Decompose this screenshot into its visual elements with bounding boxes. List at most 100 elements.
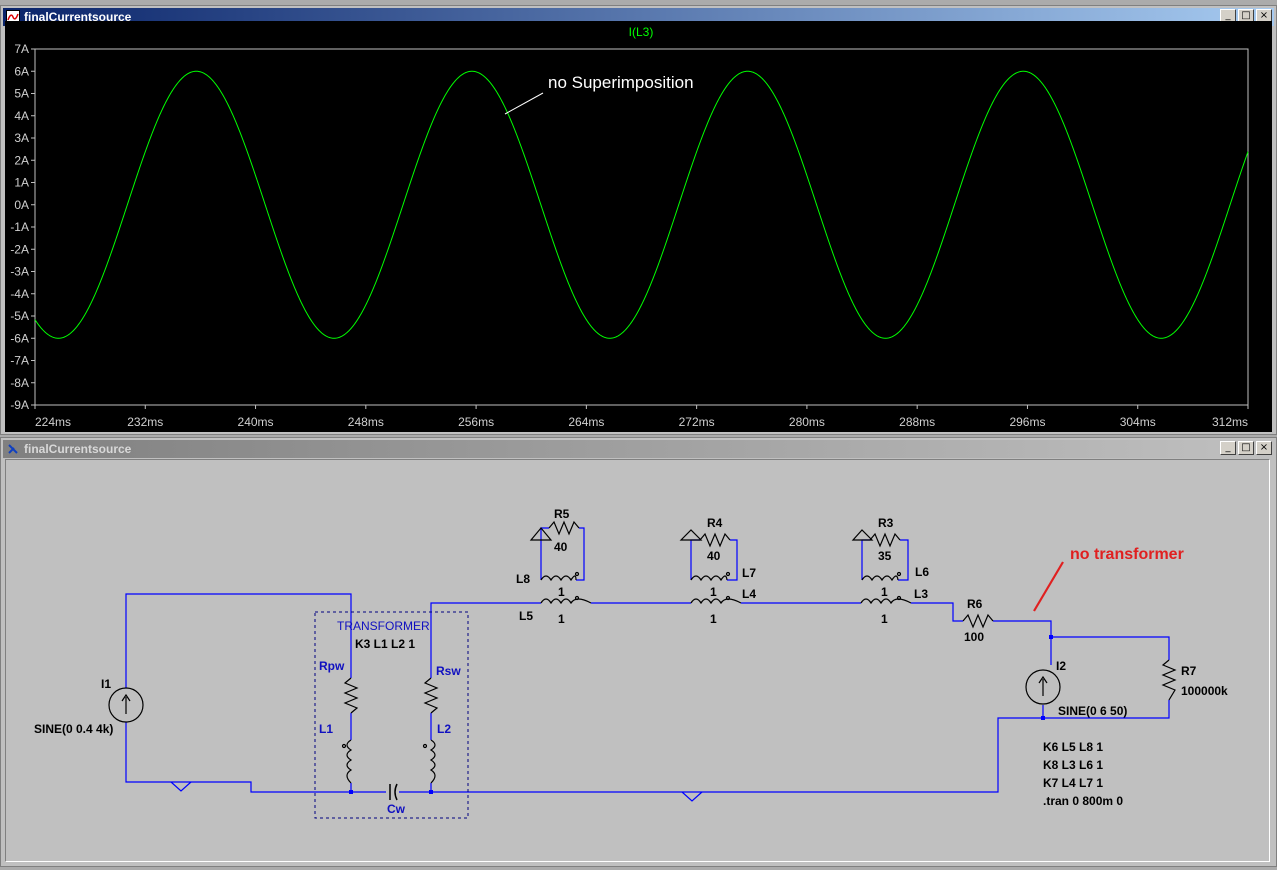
label-l6-value: 1: [881, 585, 888, 599]
close-button[interactable]: ×: [1256, 441, 1272, 455]
port-arrow-r5: [529, 527, 553, 541]
y-tick-label: 5A: [14, 87, 29, 101]
y-tick-label: -1A: [10, 220, 29, 234]
x-tick-label: 264ms: [568, 415, 604, 429]
schematic-drawing[interactable]: no transformer I1 SINE(0 0.4 4k) TRANSFO…: [6, 460, 1269, 861]
y-tick-label: 3A: [14, 131, 29, 145]
inductor-l4: [690, 598, 742, 605]
y-tick-label: -7A: [10, 354, 29, 368]
junction-dots: [349, 635, 1053, 794]
waveform-window-title: finalCurrentsource: [24, 10, 132, 24]
schematic-titlebar[interactable]: finalCurrentsource _ □ ×: [3, 440, 1274, 458]
y-tick-label: -5A: [10, 309, 29, 323]
directive-tran[interactable]: .tran 0 800m 0: [1043, 794, 1123, 808]
no-transformer-note: no transformer: [1070, 546, 1184, 563]
label-i1: I1: [101, 677, 111, 691]
x-tick-label: 280ms: [789, 415, 825, 429]
label-r7: R7: [1181, 664, 1197, 678]
schematic-window-title: finalCurrentsource: [24, 442, 132, 456]
inductors: [341, 571, 912, 784]
directive-k8[interactable]: K8 L3 L6 1: [1043, 758, 1103, 772]
label-rpw: Rpw: [319, 659, 345, 673]
label-k3: K3 L1 L2 1: [355, 637, 415, 651]
wires: [125, 527, 1170, 802]
resistor-r7: [1161, 659, 1177, 701]
label-l8-value: 1: [558, 585, 565, 599]
restore-button[interactable]: □: [1238, 441, 1254, 455]
resistor-r4: [699, 532, 731, 548]
y-tick-label: -6A: [10, 331, 29, 345]
inductor-l6: [861, 575, 899, 582]
resistor-r5: [548, 520, 580, 536]
capacitor-cw: [389, 783, 398, 801]
annotation-no-superimposition: no Superimposition: [548, 73, 694, 92]
resistor-rpw: [343, 677, 359, 714]
port-arrow-r3: [851, 529, 874, 541]
y-tick-label: 0A: [14, 198, 29, 212]
plot-frame: [34, 48, 1249, 406]
inductor-l5: [540, 598, 592, 605]
minimize-button[interactable]: _: [1220, 9, 1236, 23]
x-tick-label: 256ms: [458, 415, 494, 429]
label-l5-value: 1: [558, 612, 565, 626]
x-tick-label: 224ms: [35, 415, 71, 429]
x-tick-label: 240ms: [238, 415, 274, 429]
resistor-r3: [869, 532, 901, 548]
x-tick-label: 296ms: [1009, 415, 1045, 429]
label-l1: L1: [319, 722, 333, 736]
y-tick-label: -9A: [10, 398, 29, 412]
label-r3: R3: [878, 516, 894, 530]
y-tick-label: 1A: [14, 176, 29, 190]
schematic-app-icon[interactable]: [6, 442, 20, 456]
inductor-l1: [346, 739, 353, 784]
resistors: [343, 520, 1177, 714]
label-l7-value: 1: [710, 585, 717, 599]
current-source-i1: [108, 687, 144, 723]
label-l4: L4: [742, 587, 756, 601]
directive-k6[interactable]: K6 L5 L8 1: [1043, 740, 1103, 754]
x-tick-label: 272ms: [679, 415, 715, 429]
trace-label[interactable]: I(L3): [629, 25, 654, 39]
minimize-button[interactable]: _: [1220, 441, 1236, 455]
y-tick-label: 6A: [14, 64, 29, 78]
label-r5-value: 40: [554, 540, 568, 554]
label-r4-value: 40: [707, 549, 721, 563]
label-r6-value: 100: [964, 630, 984, 644]
y-tick-label: 2A: [14, 153, 29, 167]
x-tick-label: 304ms: [1120, 415, 1156, 429]
current-source-i2: [1025, 669, 1061, 705]
y-tick-label: -8A: [10, 376, 29, 390]
waveform-chart[interactable]: 7A6A5A4A3A2A1A0A-1A-2A-3A-4A-5A-6A-7A-8A…: [5, 21, 1272, 432]
inductor-l3: [860, 598, 912, 605]
inductor-l7: [690, 575, 728, 582]
label-rsw: Rsw: [436, 664, 461, 678]
red-pointer: [1033, 561, 1064, 612]
x-tick-label: 312ms: [1212, 415, 1248, 429]
label-l2: L2: [437, 722, 451, 736]
y-tick-label: -2A: [10, 242, 29, 256]
label-cw: Cw: [387, 802, 406, 816]
directive-k7[interactable]: K7 L4 L7 1: [1043, 776, 1103, 790]
label-r7-value: 100000k: [1181, 684, 1228, 698]
y-tick-label: 7A: [14, 42, 29, 56]
y-tick-label: 4A: [14, 109, 29, 123]
schematic-canvas[interactable]: no transformer I1 SINE(0 0.4 4k) TRANSFO…: [5, 459, 1270, 862]
port-arrow-r4: [679, 529, 703, 541]
label-l3: L3: [914, 587, 928, 601]
label-r3-value: 35: [878, 549, 892, 563]
annotation-pointer: [504, 92, 544, 115]
x-tick-label: 248ms: [348, 415, 384, 429]
inductor-l8: [540, 575, 577, 582]
close-button[interactable]: ×: [1256, 9, 1272, 23]
label-l3-value: 1: [881, 612, 888, 626]
label-r5: R5: [554, 507, 570, 521]
transformer-box: [314, 611, 469, 819]
label-r6: R6: [967, 597, 983, 611]
inductor-l2: [429, 739, 436, 784]
trace-i-l3: [34, 70, 1249, 339]
label-l8: L8: [516, 572, 530, 586]
label-l7: L7: [742, 566, 756, 580]
label-l4-value: 1: [710, 612, 717, 626]
y-tick-label: -4A: [10, 287, 29, 301]
